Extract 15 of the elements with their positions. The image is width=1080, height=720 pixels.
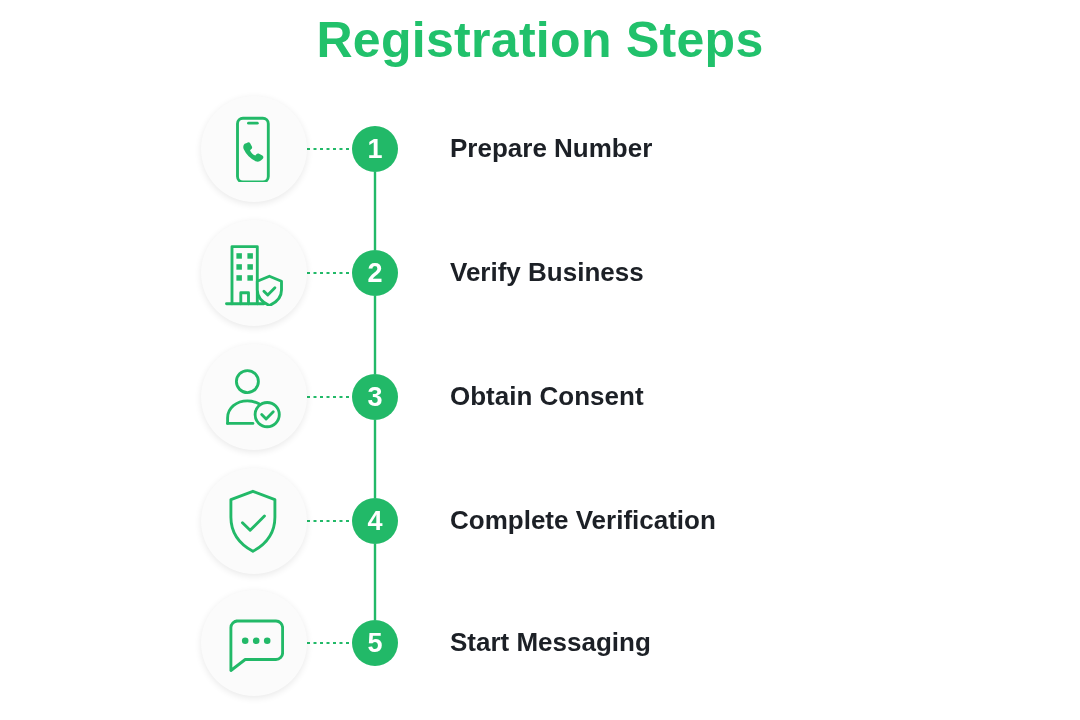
timeline-line xyxy=(373,296,377,374)
step-label: Complete Verification xyxy=(450,505,716,537)
timeline-line xyxy=(373,544,377,620)
timeline-line xyxy=(373,172,377,250)
step-number-circle: 2 xyxy=(352,250,398,296)
diagram-title: Registration Steps xyxy=(316,12,764,70)
step-number-circle: 4 xyxy=(352,498,398,544)
step-label: Prepare Number xyxy=(450,133,653,165)
step-label: Obtain Consent xyxy=(450,381,644,413)
step-label: Verify Business xyxy=(450,257,644,289)
step-number-circle: 3 xyxy=(352,374,398,420)
timeline-line xyxy=(373,420,377,498)
step-number-circle: 5 xyxy=(352,620,398,666)
step-number-circle: 1 xyxy=(352,126,398,172)
step-label: Start Messaging xyxy=(450,627,651,659)
